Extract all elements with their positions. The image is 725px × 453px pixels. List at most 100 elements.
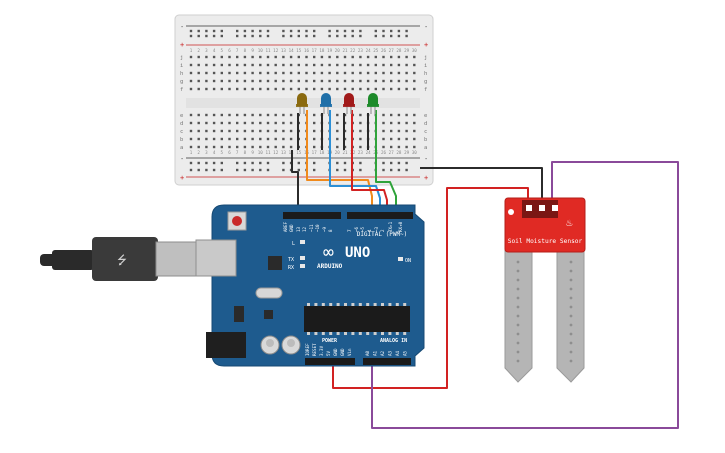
rail-hole[interactable] bbox=[212, 29, 216, 33]
breadboard-hole[interactable] bbox=[197, 79, 200, 83]
breadboard-hole[interactable] bbox=[266, 63, 270, 67]
breadboard-hole[interactable] bbox=[397, 79, 401, 83]
breadboard-hole[interactable] bbox=[289, 79, 293, 83]
breadboard-hole[interactable] bbox=[313, 129, 316, 133]
breadboard-hole[interactable] bbox=[390, 79, 393, 83]
breadboard-hole[interactable] bbox=[266, 129, 270, 133]
sensor-pin-vcc[interactable] bbox=[526, 205, 532, 211]
breadboard-hole[interactable] bbox=[220, 113, 223, 117]
breadboard-hole[interactable] bbox=[390, 55, 393, 59]
breadboard-hole[interactable] bbox=[405, 137, 408, 141]
breadboard-hole[interactable] bbox=[189, 71, 193, 75]
breadboard-hole[interactable] bbox=[251, 137, 254, 141]
rail-hole[interactable] bbox=[220, 168, 223, 172]
sensor-pin-gnd[interactable] bbox=[539, 205, 545, 211]
rail-hole[interactable] bbox=[305, 34, 308, 38]
rail-hole[interactable] bbox=[328, 34, 331, 38]
breadboard-hole[interactable] bbox=[405, 113, 408, 117]
breadboard-hole[interactable] bbox=[382, 113, 385, 117]
rail-hole[interactable] bbox=[382, 29, 385, 33]
breadboard-hole[interactable] bbox=[397, 87, 401, 91]
breadboard-hole[interactable] bbox=[297, 63, 300, 67]
rail-hole[interactable] bbox=[343, 29, 347, 33]
breadboard-hole[interactable] bbox=[351, 55, 354, 59]
breadboard-hole[interactable] bbox=[390, 113, 393, 117]
breadboard-hole[interactable] bbox=[405, 87, 408, 91]
digital-header-left[interactable] bbox=[283, 212, 341, 219]
breadboard-hole[interactable] bbox=[366, 55, 370, 59]
breadboard-hole[interactable] bbox=[374, 55, 377, 59]
breadboard-hole[interactable] bbox=[405, 71, 408, 75]
breadboard-hole[interactable] bbox=[336, 63, 339, 67]
rail-hole[interactable] bbox=[236, 34, 239, 38]
breadboard-hole[interactable] bbox=[320, 55, 324, 59]
breadboard-hole[interactable] bbox=[197, 137, 200, 141]
breadboard-hole[interactable] bbox=[313, 79, 316, 83]
breadboard-hole[interactable] bbox=[289, 71, 293, 75]
breadboard-hole[interactable] bbox=[212, 129, 216, 133]
led-green[interactable] bbox=[367, 93, 379, 114]
rail-hole[interactable] bbox=[382, 34, 385, 38]
breadboard-hole[interactable] bbox=[205, 71, 208, 75]
breadboard-hole[interactable] bbox=[328, 55, 331, 59]
breadboard-hole[interactable] bbox=[405, 145, 408, 149]
breadboard-hole[interactable] bbox=[212, 63, 216, 67]
breadboard-hole[interactable] bbox=[220, 79, 223, 83]
rail-hole[interactable] bbox=[197, 29, 200, 33]
breadboard-hole[interactable] bbox=[228, 121, 231, 125]
breadboard-hole[interactable] bbox=[236, 55, 239, 59]
rail-hole[interactable] bbox=[189, 34, 193, 38]
breadboard-hole[interactable] bbox=[397, 129, 401, 133]
breadboard-hole[interactable] bbox=[297, 79, 300, 83]
breadboard-hole[interactable] bbox=[289, 121, 293, 125]
breadboard-hole[interactable] bbox=[328, 79, 331, 83]
breadboard-hole[interactable] bbox=[390, 137, 393, 141]
breadboard-hole[interactable] bbox=[266, 113, 270, 117]
breadboard-hole[interactable] bbox=[228, 55, 231, 59]
breadboard-hole[interactable] bbox=[328, 63, 331, 67]
rail-hole[interactable] bbox=[189, 161, 193, 165]
rail-hole[interactable] bbox=[405, 29, 408, 33]
breadboard-hole[interactable] bbox=[382, 55, 385, 59]
rail-hole[interactable] bbox=[351, 34, 354, 38]
breadboard-hole[interactable] bbox=[405, 121, 408, 125]
breadboard-hole[interactable] bbox=[397, 63, 401, 67]
breadboard-hole[interactable] bbox=[413, 113, 416, 117]
breadboard-hole[interactable] bbox=[382, 145, 385, 149]
breadboard-hole[interactable] bbox=[390, 121, 393, 125]
breadboard-hole[interactable] bbox=[251, 129, 254, 133]
rail-hole[interactable] bbox=[390, 161, 393, 165]
breadboard-hole[interactable] bbox=[212, 79, 216, 83]
breadboard-hole[interactable] bbox=[359, 145, 362, 149]
rail-hole[interactable] bbox=[297, 34, 300, 38]
breadboard-hole[interactable] bbox=[243, 129, 247, 133]
breadboard-hole[interactable] bbox=[274, 71, 277, 75]
breadboard-hole[interactable] bbox=[251, 79, 254, 83]
breadboard-hole[interactable] bbox=[413, 71, 416, 75]
rail-hole[interactable] bbox=[359, 34, 362, 38]
breadboard-hole[interactable] bbox=[220, 129, 223, 133]
breadboard-hole[interactable] bbox=[228, 79, 231, 83]
breadboard-hole[interactable] bbox=[366, 71, 370, 75]
breadboard-hole[interactable] bbox=[282, 79, 285, 83]
breadboard-hole[interactable] bbox=[212, 137, 216, 141]
breadboard-hole[interactable] bbox=[413, 87, 416, 91]
rail-hole[interactable] bbox=[212, 161, 216, 165]
breadboard-hole[interactable] bbox=[405, 63, 408, 67]
breadboard-hole[interactable] bbox=[336, 145, 339, 149]
rail-hole[interactable] bbox=[313, 29, 316, 33]
breadboard-hole[interactable] bbox=[274, 63, 277, 67]
rail-hole[interactable] bbox=[189, 29, 193, 33]
breadboard-hole[interactable] bbox=[189, 87, 193, 91]
breadboard-hole[interactable] bbox=[313, 121, 316, 125]
rail-hole[interactable] bbox=[266, 29, 270, 33]
breadboard-hole[interactable] bbox=[374, 87, 377, 91]
breadboard-hole[interactable] bbox=[305, 79, 308, 83]
breadboard-hole[interactable] bbox=[282, 71, 285, 75]
breadboard-hole[interactable] bbox=[243, 137, 247, 141]
rail-hole[interactable] bbox=[405, 34, 408, 38]
breadboard-hole[interactable] bbox=[382, 63, 385, 67]
breadboard-hole[interactable] bbox=[212, 113, 216, 117]
rail-hole[interactable] bbox=[251, 29, 254, 33]
